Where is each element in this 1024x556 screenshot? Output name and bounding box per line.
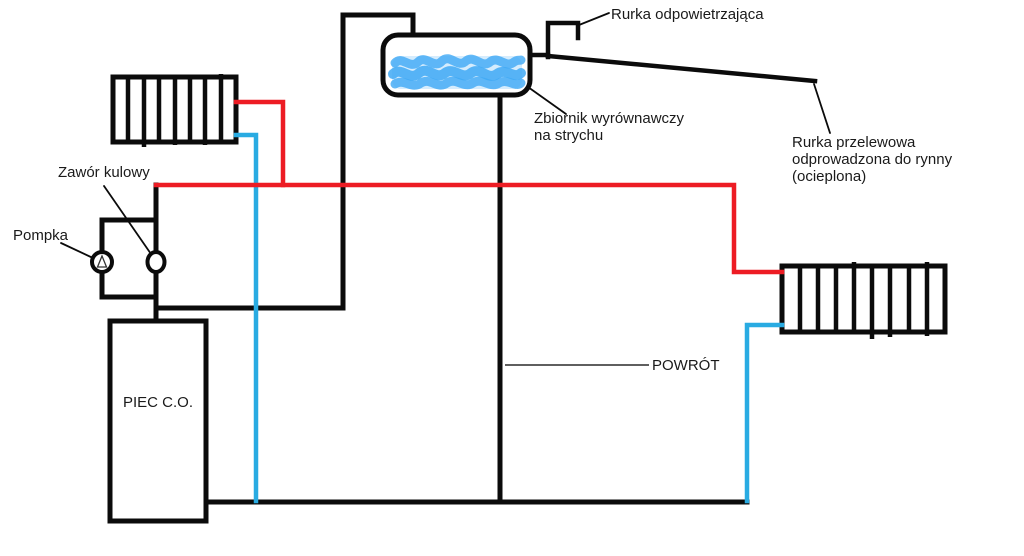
supply-pipe-hot-left-branch — [233, 99, 286, 188]
label-expansion-tank-line1: Zbiornik wyrównawczy — [534, 110, 685, 127]
label-furnace: PIEC C.O. — [122, 394, 193, 411]
pump-symbol — [90, 250, 114, 274]
return-pipe-cold-right — [744, 322, 785, 504]
radiator-left-fins — [125, 74, 224, 147]
label-return: POWRÓT — [652, 357, 720, 374]
ball-valve-symbol — [145, 250, 167, 274]
label-overflow-line3: (ocieplona) — [792, 168, 867, 185]
radiator-left — [110, 74, 239, 147]
tank-riser-pipe — [340, 12, 416, 311]
vent-pipe — [545, 20, 581, 60]
label-ball-valve: Zawór kulowy — [58, 164, 150, 181]
leader-pump-label — [60, 242, 94, 259]
label-overflow-pipe: Rurka przelewowa odprowadzona do rynny (… — [792, 134, 952, 185]
pump-impeller-icon — [96, 254, 108, 268]
leader-valve-label — [103, 185, 152, 255]
water-wave-1 — [390, 54, 526, 69]
return-pipe-cold-left — [233, 132, 259, 504]
label-vent-pipe: Rurka odpowietrzająca — [611, 6, 764, 23]
overflow-pipe — [545, 53, 818, 84]
radiator-right-frame — [779, 263, 948, 335]
radiator-right-fins — [797, 262, 930, 339]
label-expansion-tank-line2: na strychu — [534, 127, 604, 144]
supply-pipe-hot-main — [153, 182, 785, 275]
furnace-box — [107, 318, 209, 524]
water-wave-3 — [390, 76, 526, 90]
water-scribble — [388, 54, 526, 90]
radiator-right — [779, 262, 948, 339]
leader-overflow-label — [813, 83, 831, 134]
label-expansion-tank: Zbiornik wyrównawczy na strychu — [534, 110, 684, 144]
label-overflow-line1: Rurka przelewowa — [792, 134, 916, 151]
expansion-tank — [380, 32, 533, 98]
label-pump: Pompka — [13, 227, 69, 244]
leader-vent-label — [578, 12, 610, 26]
label-overflow-line2: odprowadzona do rynny — [792, 151, 953, 168]
leader-tank-label — [527, 86, 567, 115]
water-wave-2 — [388, 65, 526, 81]
